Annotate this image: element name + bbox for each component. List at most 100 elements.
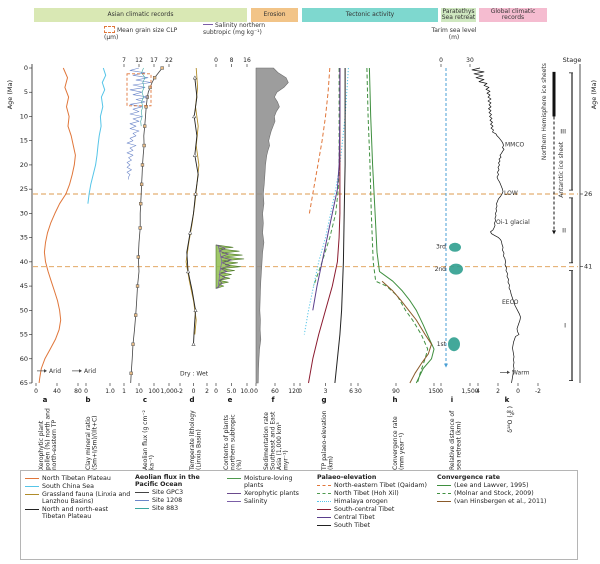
triangle-marker-icon — [191, 341, 196, 346]
svg-text:10.0: 10.0 — [240, 388, 254, 395]
legend-item: Central Tibet — [317, 514, 433, 521]
svg-text:12: 12 — [135, 57, 143, 64]
tarim-text: Tarim sea level (m) — [431, 27, 477, 41]
axis-label-text: Contents of plants northern subtropic (%… — [223, 414, 244, 470]
triangle-marker-icon — [192, 114, 197, 119]
legend-label: North Tibetan Plateau — [42, 475, 111, 482]
svg-text:40: 40 — [53, 388, 61, 395]
svg-text:i: i — [451, 396, 453, 404]
legend-item: Grassland fauna (Linxia and Lanzhou Basi… — [25, 491, 131, 505]
svg-text:10: 10 — [20, 112, 28, 120]
axis-label-text: Xerophytic plant pollen (%) north and no… — [38, 408, 59, 470]
svg-text:17: 17 — [150, 57, 158, 64]
annotation-oi-1-glacial: Oi-1 glacial — [496, 219, 530, 226]
square-marker-icon — [129, 371, 133, 375]
square-marker-icon — [134, 313, 138, 317]
legend-item: South China Sea — [25, 483, 131, 490]
svg-text:0: 0 — [516, 388, 520, 395]
svg-text:16: 16 — [243, 57, 251, 64]
legend-header: Aeolian flux in the Pacific Ocean — [135, 474, 200, 488]
axis-label-h: Convergence rate (mm year⁻¹) — [373, 406, 425, 470]
series-sedimentation-rate — [255, 67, 289, 384]
legend-swatch-icon — [317, 525, 331, 526]
svg-text:Age (Ma): Age (Ma) — [6, 80, 14, 109]
svg-text:-2: -2 — [177, 388, 183, 395]
annotation-2nd: 2nd — [435, 266, 447, 273]
svg-text:5.0: 5.0 — [227, 388, 237, 395]
triangle-marker-icon — [193, 307, 198, 312]
svg-text:65: 65 — [20, 379, 28, 387]
annotation-1st: 1st — [437, 341, 447, 348]
series-lee-and-lawver-1995 — [368, 67, 435, 384]
legend-label: North-eastern Tibet (Qaidam) — [334, 482, 427, 489]
legend-swatch-icon — [227, 478, 241, 479]
square-marker-icon — [131, 342, 135, 346]
salinity-text: Salinity northern subtropic (mg kg⁻¹) — [203, 22, 266, 36]
svg-text:III: III — [560, 127, 566, 135]
svg-text:10: 10 — [135, 388, 143, 395]
legend-swatch-icon — [317, 485, 331, 486]
svg-text:4: 4 — [476, 388, 480, 395]
legend-swatch-icon — [227, 493, 241, 494]
legend-column-5: Convergence rate(Lee and Lawver, 1995)(M… — [437, 474, 563, 556]
legend-label: Site 1208 — [152, 497, 183, 504]
header-band-tectonic: Tectonic activity — [302, 8, 438, 22]
legend-item: (Lee and Lawver, 1995) — [437, 482, 563, 489]
svg-text:7: 7 — [122, 57, 126, 64]
legend-label: Moisture-loving plants — [244, 475, 293, 489]
tarim-label: Tarim sea level (m) — [428, 27, 480, 41]
svg-text:1,500: 1,500 — [461, 388, 478, 395]
legend-swatch-icon — [437, 501, 451, 502]
svg-text:50: 50 — [20, 306, 28, 314]
svg-text:40: 40 — [20, 258, 28, 266]
series-south-china-sea — [87, 67, 107, 204]
legend-swatch-icon — [437, 485, 451, 486]
svg-text:90: 90 — [392, 388, 400, 395]
svg-text:Warm: Warm — [512, 369, 530, 376]
grain-size-text: Mean grain size CLP (μm) — [104, 27, 178, 41]
legend-item: Site GPC3 — [135, 489, 223, 496]
series-central-tibet — [312, 68, 341, 311]
axis-label-text: Relative distance of sea retreat (km) — [448, 410, 463, 470]
legend-item: North Tibetan Plateau — [25, 475, 131, 482]
svg-text:22: 22 — [165, 57, 173, 64]
legend-swatch-icon — [437, 493, 451, 494]
stage-ii: II — [562, 197, 573, 264]
legend-swatch-icon — [25, 494, 39, 495]
annotation-eeco: EECO — [502, 299, 519, 306]
annotation-arid: Arid — [72, 368, 96, 375]
annotation-low: LOW — [504, 190, 518, 197]
series-himalaya-orogen — [303, 67, 349, 335]
axis-label-text: Clay mineral ratio (Sm+I/Sm)/(Ilt+C) — [84, 415, 99, 470]
svg-text:Stage: Stage — [563, 56, 582, 64]
axis-label-k: δ¹⁸O (‰) — [485, 406, 537, 470]
axis-label-f: Sedimentation rate Southeast and East As… — [251, 406, 303, 470]
svg-text:26: 26 — [584, 190, 592, 198]
svg-text:Arid: Arid — [49, 368, 61, 375]
svg-text:0: 0 — [84, 388, 88, 395]
svg-text:1.0: 1.0 — [105, 388, 115, 395]
svg-text:f: f — [271, 396, 275, 404]
svg-text:a: a — [43, 396, 48, 404]
legend-label: Site GPC3 — [152, 489, 184, 496]
svg-text:1,000: 1,000 — [160, 388, 177, 395]
svg-text:15: 15 — [20, 137, 28, 145]
annotation-mmco: MMCO — [505, 142, 525, 149]
series-north-tibet-hoh-xil — [313, 68, 340, 287]
arrow-right-icon — [79, 369, 82, 373]
triangle-marker-icon — [192, 75, 197, 80]
legend-item: Xerophytic plants — [227, 490, 313, 497]
grain-size-highlight-box — [126, 73, 152, 107]
svg-text:0: 0 — [34, 388, 38, 395]
legend-swatch-icon — [25, 509, 39, 510]
svg-text:0: 0 — [254, 388, 258, 395]
svg-text:60: 60 — [271, 388, 279, 395]
svg-text:g: g — [321, 396, 326, 404]
series-site-gpc3 — [129, 66, 164, 384]
legend-label: (Lee and Lawver, 1995) — [454, 482, 529, 489]
